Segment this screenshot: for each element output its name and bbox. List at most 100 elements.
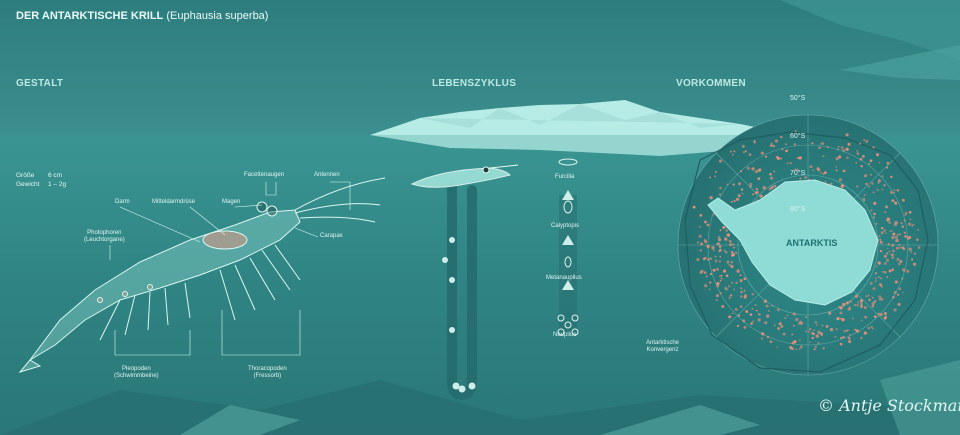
egg: [449, 327, 455, 333]
krill-dot: [891, 268, 895, 272]
krill-dot: [849, 334, 851, 336]
krill-dot: [847, 307, 851, 311]
krill-dot: [712, 213, 715, 216]
krill-dot: [863, 199, 866, 202]
krill-dot: [811, 336, 814, 340]
krill-dot: [773, 324, 776, 327]
krill-dot: [774, 139, 779, 143]
krill-dot: [719, 292, 722, 295]
krill-anatomy: [18, 177, 386, 373]
page-title: DER ANTARKTISCHE KRILL (Euphausia superb…: [16, 10, 268, 22]
krill-dot: [826, 146, 829, 148]
krill-dot: [728, 263, 731, 266]
label-konvergenz: Antarktische Konvergenz: [646, 340, 679, 354]
krill-dot: [699, 225, 701, 228]
krill-dot: [889, 191, 893, 194]
krill-dot: [732, 246, 736, 249]
krill-dot: [714, 255, 717, 258]
label-lat-80: 80°S: [790, 206, 806, 213]
krill-dot: [841, 318, 845, 322]
krill-dot: [759, 194, 763, 198]
krill-dot: [837, 145, 840, 148]
krill-dot: [799, 345, 803, 349]
krill-dot: [898, 287, 902, 291]
size-label: Größe: [16, 172, 35, 179]
krill-dot: [819, 332, 822, 335]
label-facettenaugen: Facettenaugen: [244, 172, 285, 178]
krill-dot: [712, 268, 716, 272]
krill-dot: [829, 327, 834, 332]
krill-dot: [883, 261, 887, 265]
convergence-line: [684, 131, 929, 373]
krill-dot: [822, 155, 825, 158]
krill-dot: [856, 150, 859, 152]
krill-dot: [776, 346, 778, 349]
krill-dot: [718, 260, 722, 263]
krill-dot: [883, 254, 887, 258]
krill-dot: [726, 233, 731, 237]
krill-dot: [849, 300, 852, 304]
krill-dot: [730, 260, 734, 264]
krill-dot: [703, 284, 708, 288]
krill-dot: [895, 280, 898, 284]
krill-dot: [856, 185, 858, 188]
krill-dot: [828, 311, 832, 315]
krill-dot: [795, 348, 798, 351]
krill-dot: [901, 198, 905, 202]
krill-dot: [765, 322, 767, 325]
krill-dot: [820, 172, 822, 174]
krill-dot: [743, 295, 747, 299]
krill-dot: [796, 168, 799, 171]
krill-dot: [902, 247, 906, 251]
krill-dot: [740, 170, 743, 173]
ice-facet: [780, 0, 960, 60]
krill-dot: [812, 329, 815, 332]
krill-dot: [716, 242, 720, 246]
krill-dot: [842, 302, 846, 306]
krill-dot: [878, 235, 881, 237]
krill-dot: [708, 288, 711, 291]
krill-dot: [824, 180, 827, 183]
krill-dot: [704, 240, 707, 243]
krill-dot: [721, 305, 725, 308]
krill-dot: [869, 159, 873, 163]
krill-dot: [727, 285, 731, 288]
krill-dot: [896, 233, 899, 236]
krill-dot: [733, 200, 736, 203]
krill-dot: [843, 330, 846, 333]
krill-dot: [751, 167, 755, 171]
krill-dot: [867, 326, 871, 330]
krill-dot: [881, 175, 884, 178]
krill-dot: [886, 161, 890, 165]
krill-dot: [911, 224, 913, 227]
size-value: 6 cm: [48, 172, 63, 179]
krill-dot: [709, 257, 713, 260]
krill-dot: [812, 169, 814, 172]
krill-dot: [870, 325, 873, 328]
krill-dot: [908, 247, 912, 251]
label-lat-70: 70°S: [790, 170, 806, 177]
krill-dot: [729, 294, 733, 297]
krill-dot: [808, 330, 811, 333]
krill-dot: [863, 194, 866, 197]
krill-dot: [729, 243, 733, 247]
title-main: DER ANTARKTISCHE KRILL: [16, 10, 164, 22]
krill-dot: [872, 287, 876, 291]
krill-dot: [881, 270, 884, 273]
krill-dot: [722, 225, 726, 230]
krill-dot: [740, 188, 744, 191]
krill-dot: [879, 240, 883, 244]
krill-dot: [874, 280, 877, 283]
arrow-up: [562, 190, 574, 200]
label-darm: Darm: [115, 199, 130, 205]
krill-dot: [728, 296, 731, 300]
krill-dot: [734, 307, 738, 311]
krill-dot: [876, 312, 881, 316]
krill-dot: [769, 144, 773, 148]
krill-dot: [911, 258, 914, 261]
krill-dot: [735, 197, 740, 201]
krill-dot: [696, 257, 700, 262]
krill-dot: [880, 226, 884, 230]
krill-dot: [877, 261, 881, 265]
krill-dot: [892, 232, 896, 236]
